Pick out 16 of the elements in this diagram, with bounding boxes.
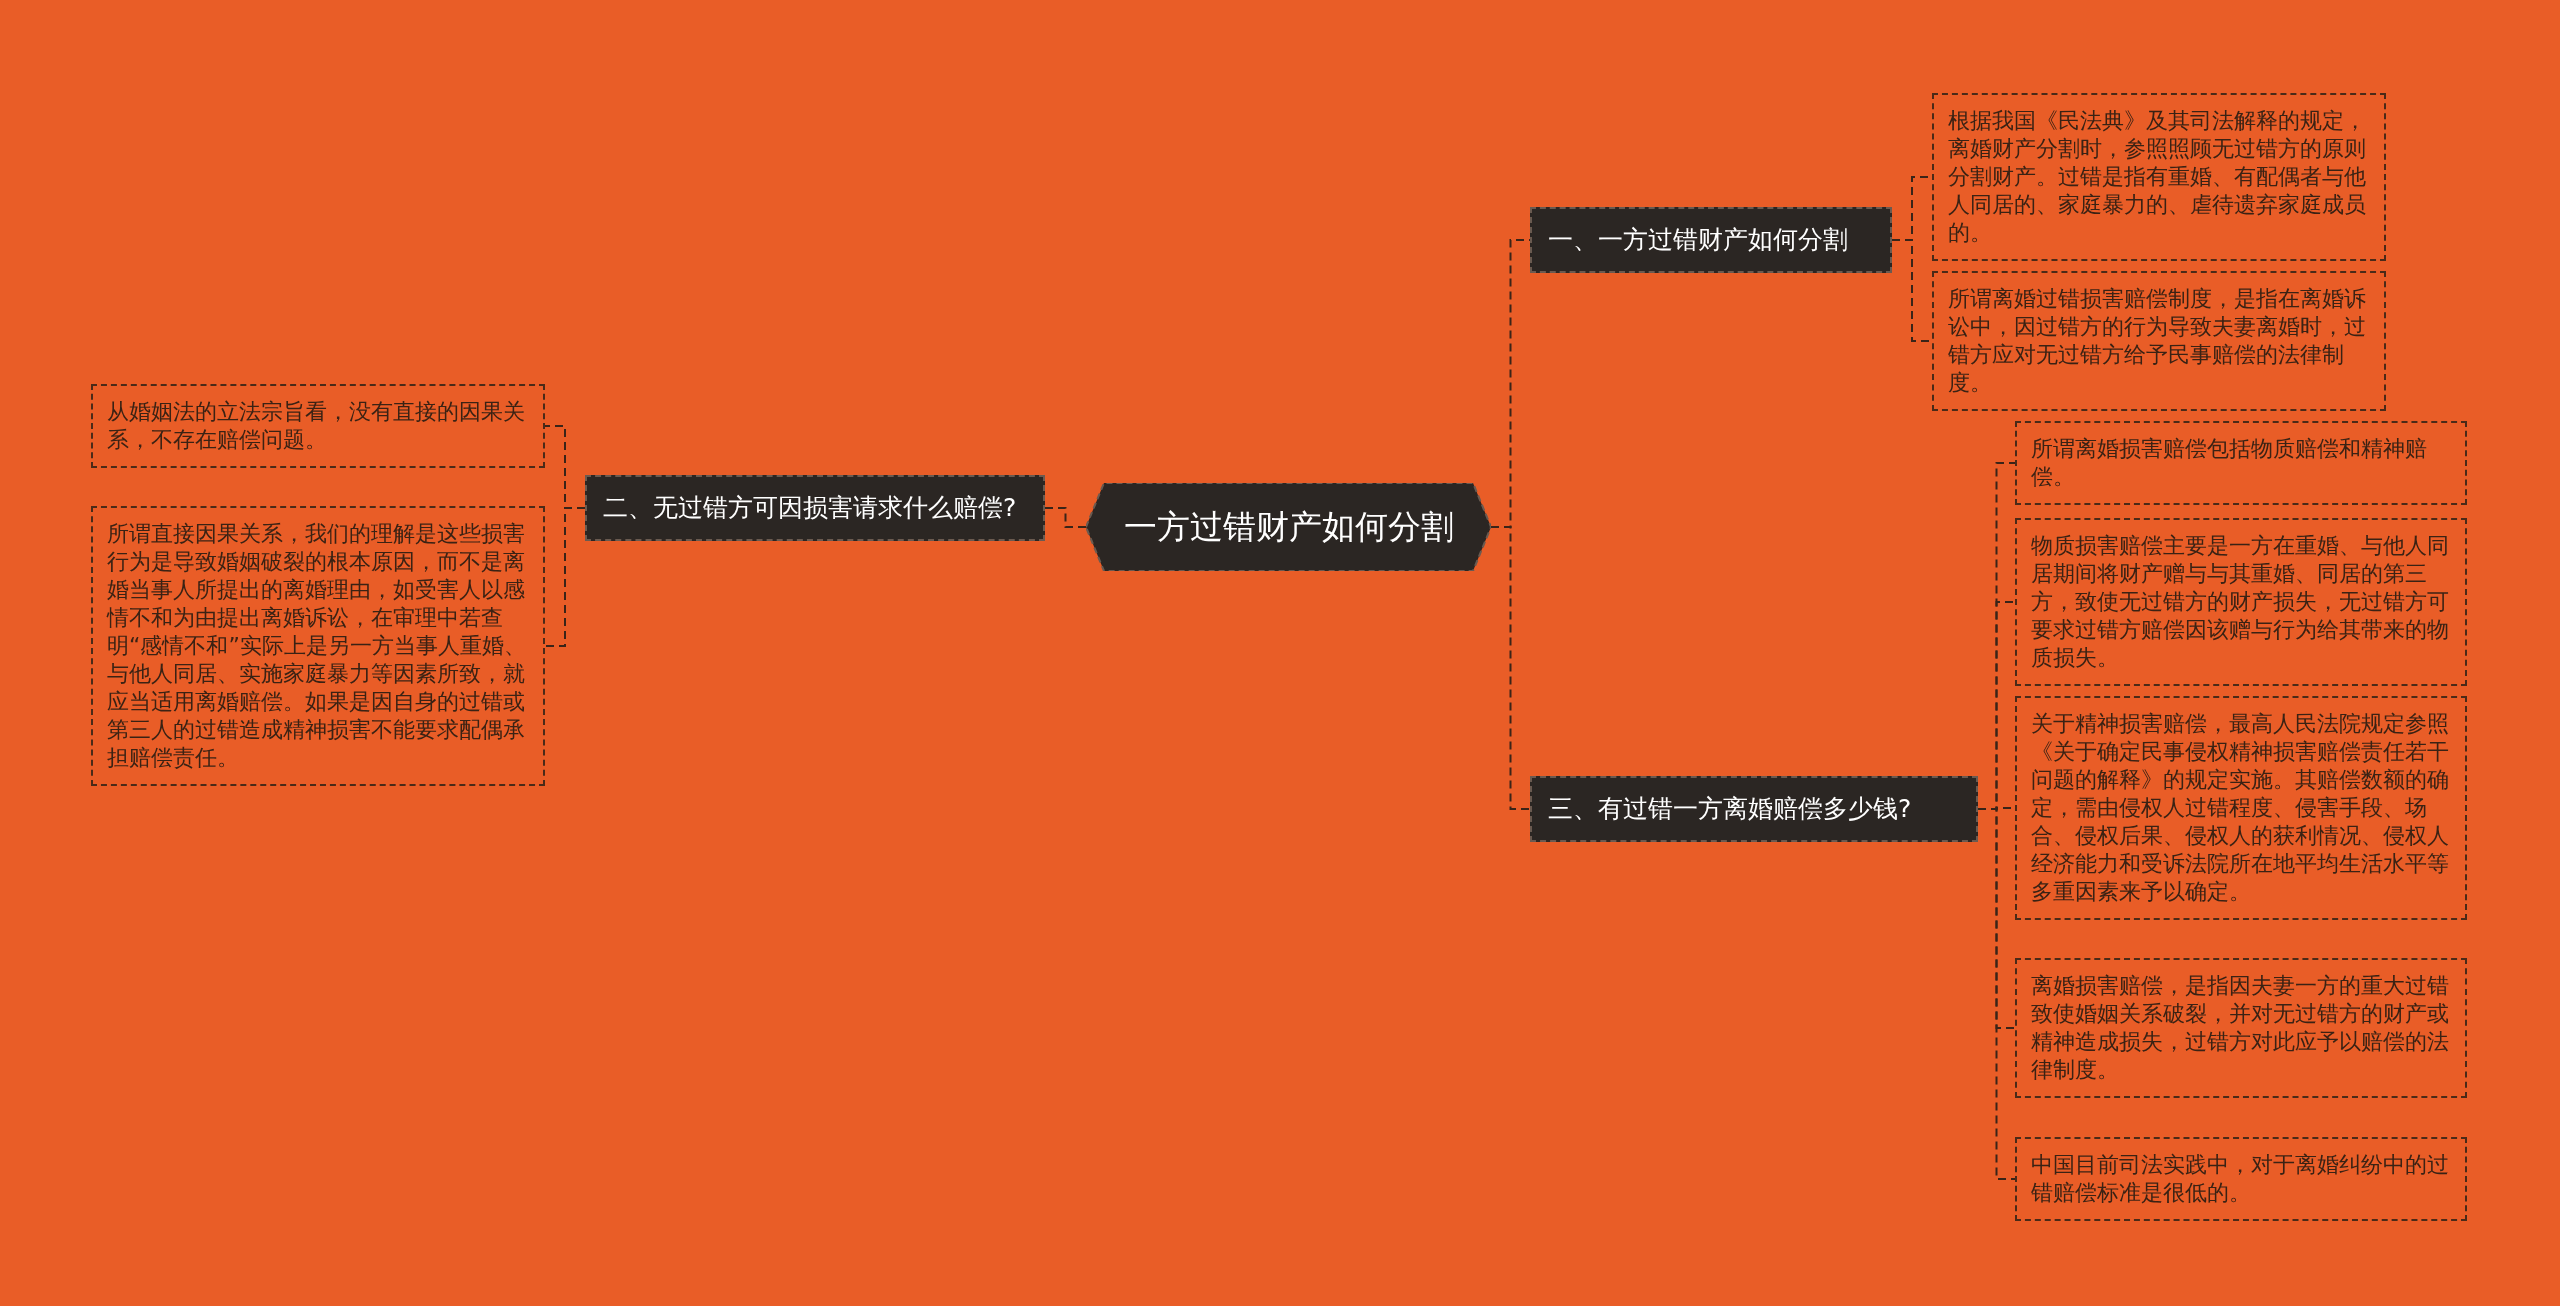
connector-line [1044, 507, 1087, 528]
branch-topic: 二、无过错方可因损害请求什么赔偿? [585, 475, 1045, 541]
note-box: 所谓离婚过错损害赔偿制度，是指在离婚诉讼中，因过错方的行为导致夫妻离婚时，过错方应对无过错方给予民事赔偿的法律制度。 [1932, 271, 2386, 411]
connector-line [544, 507, 586, 647]
note-box: 中国目前司法实践中，对于离婚纠纷中的过错赔偿标准是很低的。 [2015, 1137, 2467, 1221]
note-box: 物质损害赔偿主要是一方在重婚、与他人同居期间将财产赠与与其重婚、同居的第三方，致使无过错方的财产损失，无过错方可要求过错方赔偿因该赠与行为给其带来的物质损失。 [2015, 518, 2467, 686]
note-box: 从婚姻法的立法宗旨看，没有直接的因果关系，不存在赔偿问题。 [91, 384, 545, 468]
central-topic: 一方过错财产如何分割 [1086, 483, 1491, 571]
note-box: 所谓直接因果关系，我们的理解是这些损害行为是导致婚姻破裂的根本原因，而不是离婚当事人所提出的离婚理由，如受害人以感情不和为由提出离婚诉讼，在审理中若查明“感情不和”实际上是另一方当事人重婚、与他人同居、实施家庭暴力等因素所致，就应当适用离婚赔偿。如果是因自身的过错或第三人的过错造成精神损害不能要求配偶承担赔偿责任。 [91, 506, 545, 786]
branch-topic: 一、一方过错财产如何分割 [1530, 207, 1892, 273]
note-box: 离婚损害赔偿，是指因夫妻一方的重大过错致使婚姻关系破裂，并对无过错方的财产或精神造成损失，过错方对此应予以赔偿的法律制度。 [2015, 958, 2467, 1098]
note-box: 所谓离婚损害赔偿包括物质赔偿和精神赔偿。 [2015, 421, 2467, 505]
note-box: 关于精神损害赔偿，最高人民法院规定参照《关于确定民事侵权精神损害赔偿责任若干问题的解释》的规定实施。其赔偿数额的确定，需由侵权人过错程度、侵害手段、场合、侵权后果、侵权人的获利情况、侵权人经济能力和受诉法院所在地平均生活水平等多重因素来予以确定。 [2015, 696, 2467, 920]
note-box: 根据我国《民法典》及其司法解释的规定，离婚财产分割时，参照照顾无过错方的原则分割财产。过错是指有重婚、有配偶者与他人同居的、家庭暴力的、虐待遗弃家庭成员的。 [1932, 93, 2386, 261]
connector-line [1490, 526, 1531, 810]
branch-topic: 三、有过错一方离婚赔偿多少钱? [1530, 776, 1978, 842]
